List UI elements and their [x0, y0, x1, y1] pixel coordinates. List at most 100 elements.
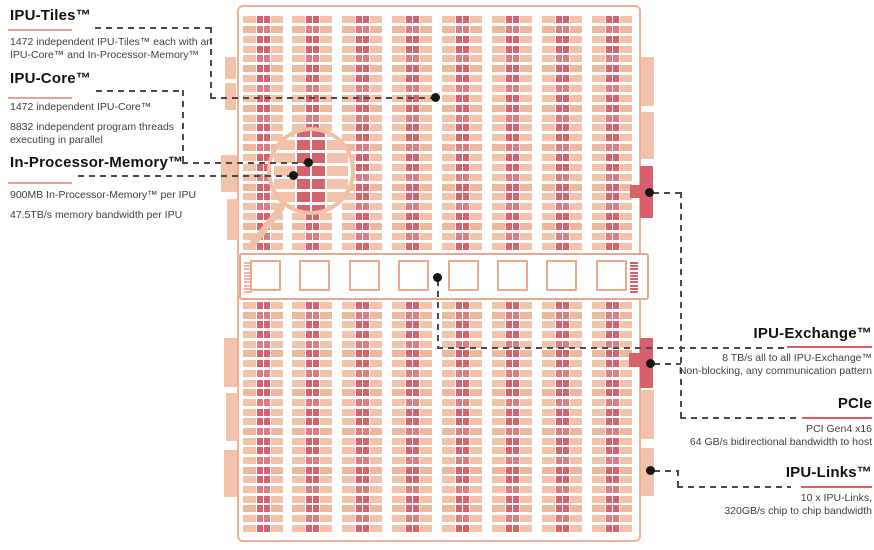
in-processor-memory-block [619, 302, 632, 309]
in-processor-memory-block [519, 203, 532, 211]
ipu-core-block [305, 515, 312, 523]
ipu-core-pair [454, 524, 470, 532]
ipu-core-block [605, 340, 612, 348]
ipu-core-block [455, 466, 462, 474]
in-processor-memory-block [619, 408, 632, 416]
in-processor-memory-block [569, 495, 582, 503]
in-processor-memory-block [469, 515, 482, 523]
ipu-core-pair [604, 350, 620, 358]
ipu-core-block [505, 16, 512, 23]
in-processor-memory-block [519, 114, 532, 122]
in-processor-memory-block [469, 94, 482, 102]
ipu-tile-row [243, 398, 283, 406]
ipu-core-block [505, 193, 512, 201]
in-processor-memory-block [270, 302, 283, 309]
ipu-core-block [462, 408, 469, 416]
in-processor-memory-block [469, 427, 482, 435]
in-processor-memory-block [243, 495, 256, 503]
ipu-core-block [462, 389, 469, 397]
ipu-tile-row [492, 124, 532, 132]
ipu-core-block [512, 154, 519, 162]
ipu-core-pair [554, 321, 570, 329]
ipu-core-block [605, 114, 612, 122]
ipu-tiles-line1: 1472 independent IPU-Tiles™ each with an [10, 36, 213, 48]
ipu-core-block [462, 55, 469, 63]
magnified-core-block [297, 179, 310, 189]
ipu-tile-row [292, 65, 332, 73]
ipu-core-block [512, 379, 519, 387]
in-processor-memory-block [270, 311, 283, 319]
ipu-tile-row [442, 495, 482, 503]
ipu-tile-row [442, 173, 482, 181]
ipu-tile-row [243, 16, 283, 23]
ipu-core-block [362, 524, 369, 532]
ipu-core-pair [504, 486, 520, 494]
in-processor-memory-block [270, 25, 283, 33]
ipu-core-block [555, 331, 562, 339]
ipu-core-block [412, 75, 419, 83]
ipu-core-pair [604, 524, 620, 532]
ipu-core-pair [404, 65, 420, 73]
ipu-core-block [312, 398, 319, 406]
ipu-tile-row [292, 466, 332, 474]
ipu-core-block [512, 437, 519, 445]
ipu-core-block [612, 94, 619, 102]
ipu-core-block [612, 457, 619, 464]
ipu-core-pair [354, 154, 370, 162]
ipu-core-block [455, 183, 462, 191]
ipu-tile-row [342, 65, 382, 73]
in-processor-memory-block [519, 16, 532, 23]
ipu-core-block [455, 360, 462, 368]
ipu-core-block [256, 104, 263, 112]
ipu-tile-row [442, 321, 482, 329]
ipu-core-pair [255, 114, 271, 122]
ipu-core-block [305, 369, 312, 377]
in-processor-memory-block [369, 331, 382, 339]
in-processor-memory-block [342, 457, 355, 464]
ipu-core-block [462, 124, 469, 132]
ipu-core-pair [504, 311, 520, 319]
ipu-tile-row [243, 379, 283, 387]
ipu-core-pair [255, 389, 271, 397]
magnifier-icon [267, 127, 355, 215]
ipu-tile-row [392, 203, 432, 211]
ipu-core-block [412, 311, 419, 319]
ipu-core-pair [255, 457, 271, 464]
ipu-core-pair [554, 25, 570, 33]
in-processor-memory-block [292, 447, 305, 455]
in-processor-memory-block [392, 379, 405, 387]
ipu-core-block [256, 16, 263, 23]
ipu-core-block [355, 360, 362, 368]
ipu-core-block [263, 389, 270, 397]
magnified-memory-block [274, 205, 295, 211]
ipu-core-block [256, 369, 263, 377]
ipu-core-block [562, 476, 569, 484]
in-processor-memory-block [319, 331, 332, 339]
in-processor-memory-block [270, 457, 283, 464]
ipu-core-block [562, 114, 569, 122]
ipu-core-block [455, 213, 462, 221]
ipu-core-block [555, 213, 562, 221]
in-processor-memory-block [319, 311, 332, 319]
in-processor-memory-block [243, 321, 256, 329]
ipu-tile-row [542, 104, 582, 112]
ipu-core-pair [454, 232, 470, 240]
ipu-core-pair [404, 360, 420, 368]
in-processor-memory-block [619, 505, 632, 513]
ipu-core-block [355, 114, 362, 122]
ipu-tile-row [243, 476, 283, 484]
ipu-core-block [505, 524, 512, 532]
ipu-tile-row [492, 203, 532, 211]
ipu-core-pair [304, 437, 320, 445]
ipu-core-pair [404, 104, 420, 112]
ipu-core-pair [404, 389, 420, 397]
ipu-core-block [412, 25, 419, 33]
ipu-tile-row [342, 223, 382, 231]
ipu-core-pair [304, 75, 320, 83]
ipu-tile-row [442, 45, 482, 53]
in-processor-memory-block [469, 35, 482, 43]
in-processor-memory-block [319, 369, 332, 377]
ipu-core-block [612, 183, 619, 191]
in-processor-memory-block [243, 360, 256, 368]
ipu-core-title: IPU-Core™ [10, 70, 91, 87]
